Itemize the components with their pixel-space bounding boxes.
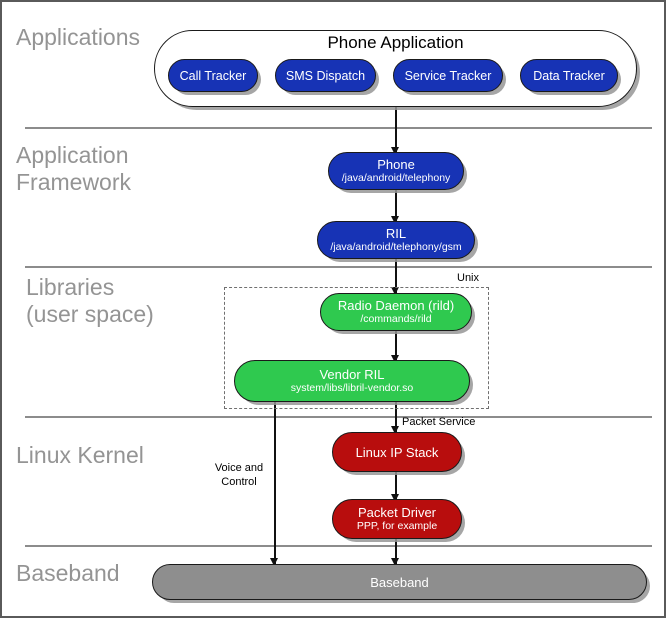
node-subtitle: /commands/rild xyxy=(360,313,432,325)
node-subtitle: /java/android/telephony xyxy=(341,172,451,184)
node-title: RIL xyxy=(385,226,407,241)
node-title: Packet Driver xyxy=(357,505,437,520)
connector-ip-stack-to-packet-driver xyxy=(395,472,397,500)
connector-phone-to-ril xyxy=(395,190,397,222)
app-pill-label: Call Tracker xyxy=(179,68,247,83)
app-pill-label: Data Tracker xyxy=(533,68,605,83)
edge-label-voice-and-control: Voice and Control xyxy=(214,462,264,488)
arrowhead-ril-to-rild xyxy=(391,287,399,295)
app-pill-call-tracker[interactable]: Call Tracker xyxy=(168,59,258,92)
app-pill-sms-dispatch[interactable]: SMS Dispatch xyxy=(275,59,376,92)
phone-application-title: Phone Application xyxy=(327,33,464,52)
arrowhead-app-to-phone xyxy=(391,147,399,155)
connector-vendor-ril-to-ip-stack xyxy=(395,402,397,433)
node-linux-ip-stack[interactable]: Linux IP Stack xyxy=(332,432,462,472)
divider-framework-libraries xyxy=(25,266,652,268)
layer-label-application-framework: Application Framework xyxy=(16,142,132,195)
node-title: Baseband xyxy=(370,574,429,590)
app-pill-data-tracker[interactable]: Data Tracker xyxy=(520,59,618,92)
node-subtitle: system/libs/libril-vendor.so xyxy=(290,382,414,394)
app-pill-label: SMS Dispatch xyxy=(285,68,366,83)
layer-label-applications: Applications xyxy=(16,24,141,50)
divider-libraries-kernel xyxy=(25,416,652,418)
divider-kernel-baseband xyxy=(25,545,652,547)
node-packet-driver[interactable]: Packet Driver PPP, for example xyxy=(332,499,462,539)
divider-applications-framework xyxy=(25,127,652,129)
unix-group-label: Unix xyxy=(457,272,480,284)
edge-label-packet-service: Packet Service xyxy=(402,416,476,428)
layer-label-libraries: Libraries (user space) xyxy=(26,274,154,327)
arrowhead-rild-to-vendor-ril xyxy=(391,355,399,363)
node-subtitle: /java/android/telephony/gsm xyxy=(330,241,462,253)
arrowhead-packet-driver-to-baseband xyxy=(391,558,399,566)
arrowhead-phone-to-ril xyxy=(391,216,399,224)
arrowhead-vendor-ril-to-ip-stack xyxy=(391,426,399,434)
connector-packet-driver-to-baseband xyxy=(395,539,397,565)
node-radio-daemon-rild[interactable]: Radio Daemon (rild) /commands/rild xyxy=(320,293,472,331)
connector-app-to-phone xyxy=(395,107,397,153)
arrowhead-ip-stack-to-packet-driver xyxy=(391,494,399,502)
unix-group-box xyxy=(224,287,489,409)
node-baseband[interactable]: Baseband xyxy=(152,564,647,600)
app-pill-service-tracker[interactable]: Service Tracker xyxy=(393,59,503,92)
connector-vendor-ril-to-baseband xyxy=(274,402,276,565)
app-pill-label: Service Tracker xyxy=(404,68,492,83)
node-title: Radio Daemon (rild) xyxy=(337,298,455,313)
layer-label-baseband: Baseband xyxy=(16,560,120,586)
connector-rild-to-vendor-ril xyxy=(395,331,397,363)
layer-label-linux-kernel: Linux Kernel xyxy=(16,442,144,468)
node-title: Linux IP Stack xyxy=(355,444,439,460)
connector-ril-to-rild xyxy=(395,259,397,293)
arrowhead-vendor-ril-to-baseband xyxy=(270,558,278,566)
node-subtitle: PPP, for example xyxy=(356,520,438,532)
node-vendor-ril[interactable]: Vendor RIL system/libs/libril-vendor.so xyxy=(234,360,470,402)
node-title: Vendor RIL xyxy=(319,367,385,382)
node-ril[interactable]: RIL /java/android/telephony/gsm xyxy=(317,221,475,259)
node-title: Phone xyxy=(377,157,415,172)
node-phone[interactable]: Phone /java/android/telephony xyxy=(328,152,464,190)
